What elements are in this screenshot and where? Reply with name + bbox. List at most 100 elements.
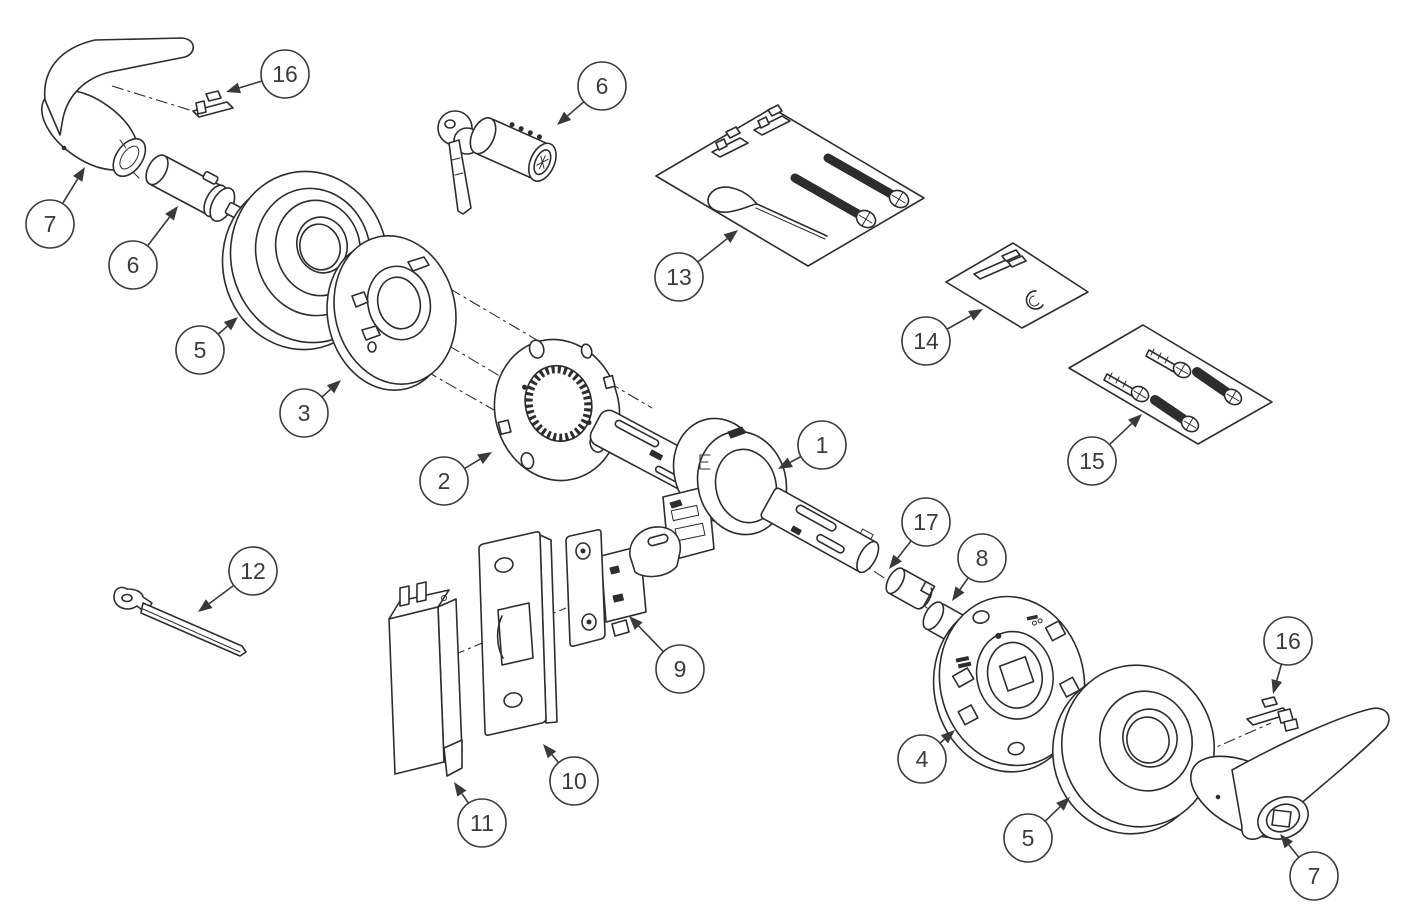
part-inside-lever <box>1189 707 1390 840</box>
leader-line <box>567 101 585 117</box>
part-spanner-wrench <box>113 586 247 657</box>
callout-machine-screw-pack: 13 <box>654 230 738 302</box>
part-latchbolt <box>565 526 682 647</box>
arrowhead-icon <box>968 309 983 321</box>
arrowhead-icon <box>723 230 738 244</box>
arrowhead-icon <box>477 452 492 464</box>
callout-number: 14 <box>913 328 939 354</box>
part-cylinder <box>145 154 265 231</box>
leader-line <box>789 455 802 463</box>
callout-number: 11 <box>470 810 494 836</box>
arrowhead-icon <box>629 616 643 630</box>
leader-line <box>321 388 332 398</box>
part-lever-catch-right <box>1246 696 1299 732</box>
part-outside-rose-liner <box>326 234 457 392</box>
callout-spindle-bushing: 17 <box>889 497 951 569</box>
arrowhead-icon <box>543 744 557 759</box>
callout-number: 7 <box>1308 863 1321 889</box>
arrowhead-icon <box>1056 797 1070 811</box>
arrowhead-icon <box>198 599 213 612</box>
arrowhead-icon <box>72 167 85 182</box>
callout-circle <box>228 546 278 596</box>
callout-circle <box>549 756 599 806</box>
callout-outside-rose-liner: 3 <box>279 380 341 438</box>
arrowhead-icon <box>454 782 467 797</box>
callout-outside-lever: 7 <box>25 167 85 249</box>
leader-line <box>239 80 263 89</box>
callout-strike-plate: 10 <box>543 744 599 806</box>
part-wood-screw-pack <box>1068 324 1273 445</box>
callout-circle <box>1289 851 1339 901</box>
callout-circle <box>1003 813 1053 863</box>
part-retainer-pack <box>945 242 1089 329</box>
callout-inside-rose: 5 <box>1003 797 1070 863</box>
arrowhead-icon <box>557 111 572 125</box>
part-machine-screw-pack <box>655 104 925 267</box>
callout-circle <box>897 734 947 784</box>
arrowhead-icon <box>952 586 965 601</box>
callout-number: 10 <box>561 768 587 794</box>
callout-circle <box>1067 436 1117 486</box>
callout-turn-piece: 8 <box>952 533 1007 601</box>
callout-inside-lever: 7 <box>1280 834 1339 901</box>
leader-line <box>697 238 728 263</box>
callout-number: 5 <box>194 337 207 363</box>
callout-number: 15 <box>1079 448 1105 474</box>
callout-cylinder: 6 <box>108 206 178 290</box>
arrowhead-icon <box>889 554 902 569</box>
callout-circle <box>901 316 951 366</box>
part-lock-chassis <box>589 409 880 574</box>
arrowhead-icon <box>778 457 793 469</box>
callout-circle <box>654 252 704 302</box>
callout-lever-catch-left: 16 <box>226 49 310 99</box>
arrowhead-icon <box>1280 834 1294 849</box>
callout-retainer-pack: 14 <box>901 309 983 366</box>
part-key-and-cylinder <box>437 110 557 215</box>
part-inside-rose <box>1051 664 1216 835</box>
leader-line <box>897 540 912 559</box>
leader-line <box>217 325 228 335</box>
arrowhead-icon <box>326 380 341 394</box>
leader-line <box>638 625 664 653</box>
callout-latchbolt: 9 <box>629 616 705 694</box>
leader-line <box>461 793 470 804</box>
leader-line <box>959 577 969 590</box>
callout-circle <box>457 798 507 848</box>
leader-line <box>1276 663 1283 681</box>
arrowhead-icon <box>940 730 955 744</box>
arrowhead-icon <box>1128 414 1142 428</box>
leader-line <box>1288 844 1300 858</box>
callout-number: 8 <box>976 545 989 571</box>
arrowhead-icon <box>165 206 178 221</box>
leader-line <box>1044 806 1061 822</box>
callout-number: 7 <box>44 211 57 237</box>
callout-circle <box>260 49 310 99</box>
callout-circle <box>797 420 847 470</box>
callout-number: 17 <box>913 509 939 535</box>
callout-dust-box: 11 <box>454 782 507 848</box>
callout-wood-screw-pack: 15 <box>1067 414 1142 486</box>
callout-circle <box>279 388 329 438</box>
callout-circle <box>957 533 1007 583</box>
leader-line <box>208 584 235 605</box>
arrowhead-icon <box>226 82 241 94</box>
callout-lever-catch-right: 16 <box>1263 616 1313 694</box>
callout-lock-chassis: 1 <box>778 420 847 470</box>
callout-mounting-plate: 2 <box>419 452 492 506</box>
part-outside-lever <box>40 37 195 179</box>
part-lever-catch-left <box>192 90 234 118</box>
part-spindle-bushing <box>885 567 936 610</box>
callout-number: 16 <box>272 61 298 87</box>
callout-number: 6 <box>127 252 140 278</box>
callout-circle <box>901 497 951 547</box>
callout-number: 16 <box>1275 628 1301 654</box>
callout-number: 6 <box>596 73 609 99</box>
part-strike-plate <box>478 531 558 736</box>
callout-outside-rose: 5 <box>175 317 238 375</box>
callout-key-and-cylinder: 6 <box>557 61 627 125</box>
callout-spanner-wrench: 12 <box>198 546 278 612</box>
leader-line <box>61 178 79 204</box>
callout-number: 5 <box>1022 825 1035 851</box>
